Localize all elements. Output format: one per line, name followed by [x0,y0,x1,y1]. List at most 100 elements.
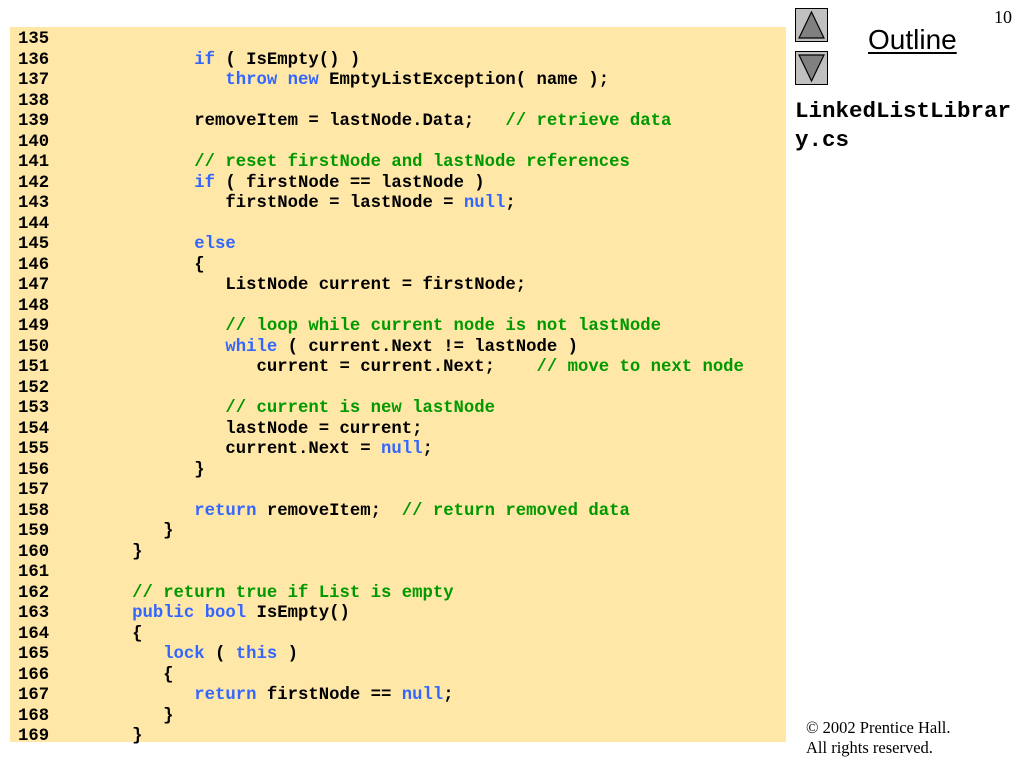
code-text [70,584,132,603]
code-text [70,235,194,254]
line-number: 164 [18,624,50,644]
line-number: 151 [18,358,50,377]
code-line: 159 } [18,522,744,543]
down-arrow-icon [795,51,828,85]
line-number: 166 [18,665,50,685]
code-line: 162 // return true if List is empty [18,584,744,605]
code-line: 158 return removeItem; // return removed… [18,502,744,523]
line-number: 165 [18,645,50,664]
code-text: } [69,706,174,726]
code-line: 141 // reset firstNode and lastNode refe… [18,153,744,174]
line-number: 144 [18,214,50,234]
code-text [277,71,287,90]
line-number: 163 [18,604,50,623]
line-number: 145 [18,235,50,254]
code-text: firstNode == [256,686,402,705]
code-text: removeItem; [256,501,402,521]
code-line: 160 } [18,543,744,564]
code-keyword: throw [225,71,278,90]
code-text: current = current.Next; [69,358,537,377]
code-comment: // loop while current node is not lastNo… [225,317,661,336]
code-text: } [69,522,174,541]
code-line: 166 { [18,666,744,687]
copyright-line: All rights reserved. [806,738,933,757]
code-text: EmptyListException( name ); [318,71,610,90]
code-comment: // return removed data [401,501,630,521]
code-line: 145 else [18,235,744,256]
line-number: 149 [18,317,50,336]
up-arrow-icon [795,8,828,42]
code-text: { [69,624,143,644]
line-number: 139 [18,112,50,131]
line-number: 143 [18,194,50,213]
outline-link[interactable]: Outline [868,24,957,55]
code-line: 169 } [18,727,744,748]
code-line: 144 [18,215,744,236]
code-line: 153 // current is new lastNode [18,399,744,420]
code-keyword: while [225,337,278,357]
line-number: 158 [18,501,50,521]
code-line: 167 return firstNode == null; [18,686,744,707]
code-text: ( firstNode == lastNode ) [215,173,485,193]
code-keyword: if [194,173,216,193]
code-text: ( current.Next != lastNode ) [277,337,579,357]
code-comment: // return true if List is empty [132,583,454,603]
code-keyword: null [401,686,444,705]
code-line: 155 current.Next = null; [18,440,744,461]
code-comment: // retrieve data [505,112,672,131]
code-text: firstNode = lastNode = [69,194,464,213]
code-keyword: null [380,440,423,459]
line-number: 154 [18,419,50,439]
code-line: 149 // loop while current node is not la… [18,317,744,338]
code-line: 164 { [18,625,744,646]
line-number: 146 [18,255,50,275]
line-number: 135 [18,30,50,49]
line-number: 156 [18,460,50,480]
code-text: ) [277,645,299,664]
line-number: 159 [18,522,50,541]
code-line: 150 while ( current.Next != lastNode ) [18,338,744,359]
code-line: 161 [18,563,744,584]
code-text: lastNode = current; [69,419,423,439]
code-text [70,686,194,705]
code-text: ; [422,440,433,459]
code-comment: // current is new lastNode [225,399,496,418]
line-number: 137 [18,71,50,90]
code-line: 146 { [18,256,744,277]
line-number: 168 [18,706,50,726]
code-text [70,645,163,664]
line-number: 161 [18,563,50,582]
code-text [70,174,194,193]
code-text: ( [204,645,236,664]
copyright-line: © 2002 Prentice Hall. [806,718,951,737]
line-number: 148 [18,296,50,316]
code-text [70,604,132,623]
code-line: 168 } [18,707,744,728]
line-number: 152 [18,378,50,398]
code-line: 157 [18,481,744,502]
line-number: 141 [18,153,50,172]
code-line: 151 current = current.Next; // move to n… [18,358,744,379]
code-text: } [69,727,143,746]
code-text: { [69,255,205,275]
code-text: current.Next = [69,440,381,459]
previous-slide-button[interactable] [795,8,828,42]
code-comment: // reset firstNode and lastNode referenc… [194,153,630,172]
line-number: 167 [18,686,50,705]
code-text [194,604,204,623]
next-slide-button[interactable] [795,51,828,85]
code-text: ; [443,686,454,705]
code-line: 143 firstNode = lastNode = null; [18,194,744,215]
code-text: { [69,665,174,685]
code-line: 142 if ( firstNode == lastNode ) [18,174,744,195]
code-line: 147 ListNode current = firstNode; [18,276,744,297]
code-line: 163 public bool IsEmpty() [18,604,744,625]
code-keyword: bool [204,604,247,623]
code-line: 136 if ( IsEmpty() ) [18,51,744,72]
code-text [70,399,226,418]
code-line: 154 lastNode = current; [18,420,744,441]
code-text [70,71,226,90]
line-number: 155 [18,440,50,459]
